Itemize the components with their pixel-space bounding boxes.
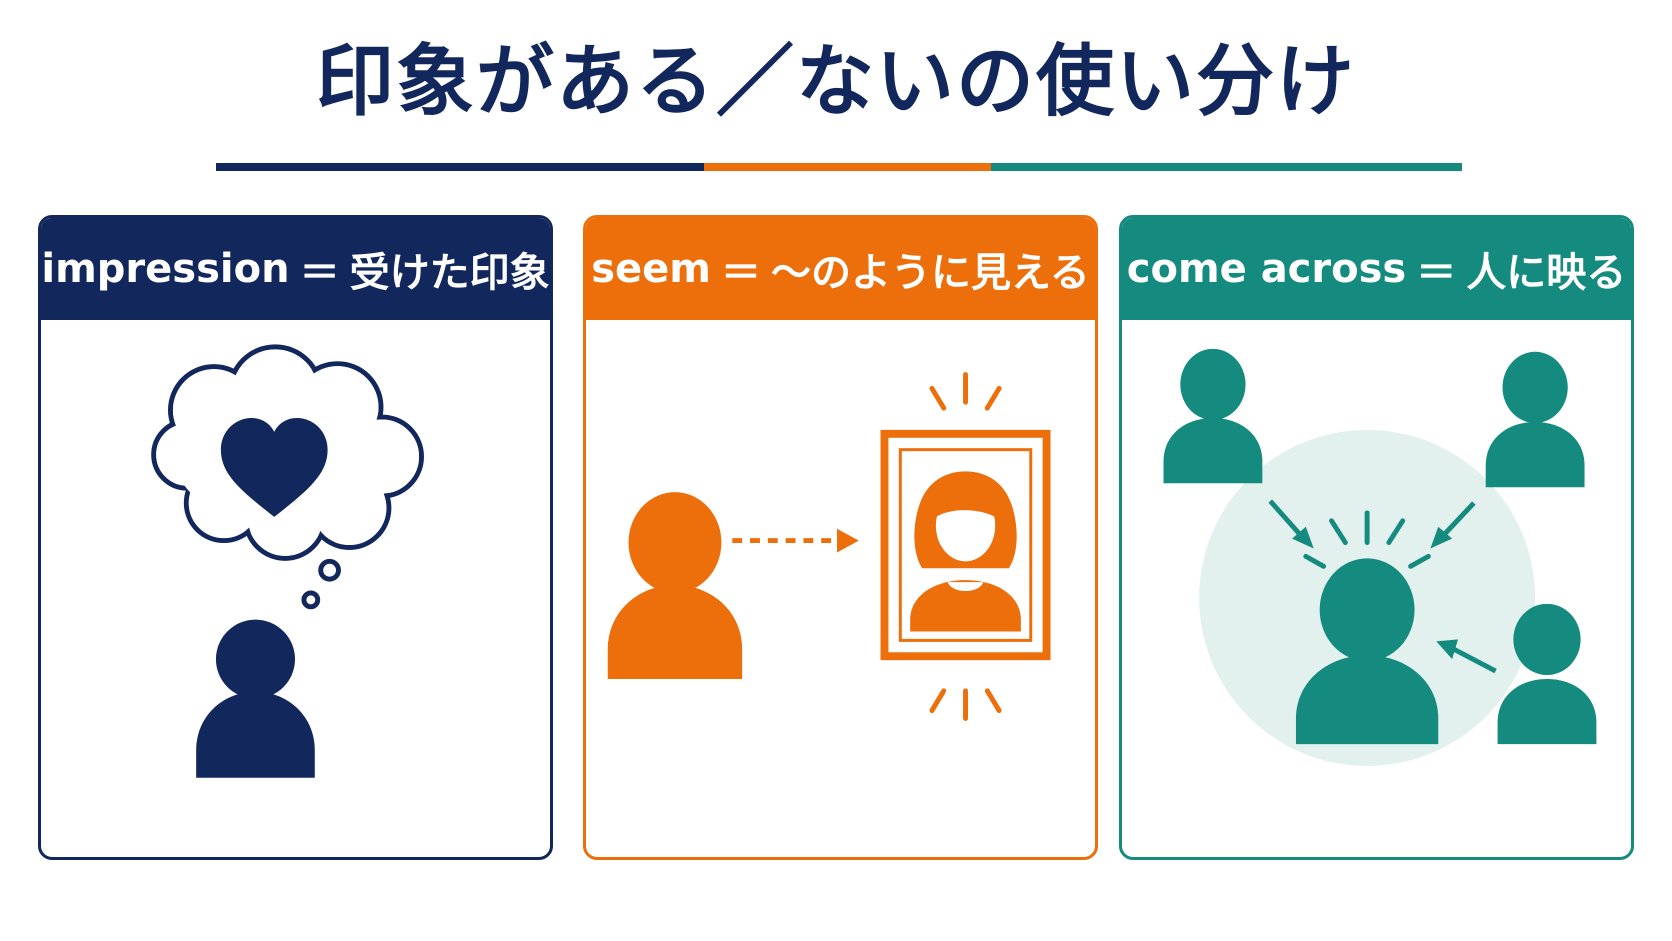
panel-impression: impression ＝ 受けた印象: [38, 215, 553, 860]
sparkle-lines-icon: [929, 372, 1002, 721]
equals-sign: ＝: [299, 250, 340, 296]
arrow-icon: [1268, 499, 1314, 549]
person-icon: [1485, 351, 1585, 488]
meaning-label: 人に映る: [1466, 250, 1627, 296]
term-label: seem: [591, 246, 711, 292]
come-across-illustration: [1122, 320, 1631, 857]
panel-header: impression ＝ 受けた印象: [41, 218, 550, 320]
equals-sign: ＝: [1416, 250, 1457, 296]
meaning-label: 〜のように見える: [770, 250, 1090, 296]
meaning-label: 受けた印象: [349, 250, 550, 296]
panel-come-across: come across ＝ 人に映る: [1119, 215, 1634, 860]
seem-illustration: [586, 320, 1095, 857]
term-label: impression: [41, 246, 290, 292]
underline-orange-segment: [704, 163, 991, 171]
center-person-icon: [1295, 558, 1439, 745]
underline-teal-segment: [991, 163, 1462, 171]
dotted-arrow-icon: [732, 528, 859, 553]
portrait-frame-icon: [880, 429, 1051, 661]
page-title: 印象がある／ないの使い分け: [315, 37, 1356, 127]
arrow-icon: [1430, 501, 1476, 549]
person-icon: [1497, 603, 1597, 745]
person-icon: [607, 492, 743, 679]
person-icon: [196, 619, 315, 778]
person-icon: [1163, 348, 1263, 484]
heart-icon: [220, 418, 328, 517]
sparkle-lines-icon: [1303, 510, 1431, 569]
title-underline: [216, 163, 1462, 171]
come-across-svg: [1163, 348, 1597, 766]
impression-illustration: [41, 320, 550, 857]
seem-svg: [607, 372, 1051, 721]
equals-sign: ＝: [720, 250, 761, 296]
arrow-icon: [1436, 639, 1497, 674]
panel-seem: seem ＝ 〜のように見える: [583, 215, 1098, 860]
panel-header: seem ＝ 〜のように見える: [586, 218, 1095, 320]
portrait-body: [910, 580, 1021, 632]
term-label: come across: [1126, 246, 1407, 292]
impression-svg: [151, 344, 424, 778]
underline-navy-segment: [216, 163, 704, 171]
panel-header: come across ＝ 人に映る: [1122, 218, 1631, 320]
